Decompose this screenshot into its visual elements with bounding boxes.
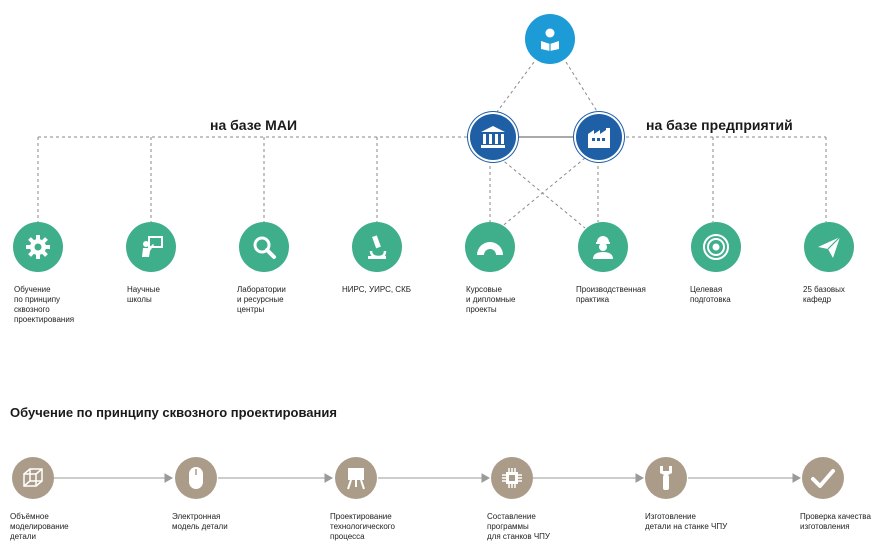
worker-icon xyxy=(593,236,613,259)
student-reading-icon xyxy=(541,28,559,51)
green-node-departments xyxy=(804,222,854,272)
process-label-model: Электронная модель детали xyxy=(172,512,228,531)
green-node-schools xyxy=(126,222,176,272)
process-step-quality xyxy=(802,457,844,499)
process-step-manufacture xyxy=(645,457,687,499)
process-title: Обучение по принципу сквозного проектиро… xyxy=(10,405,337,420)
green-label-schools: Научные школы xyxy=(127,285,160,304)
enterprise-base-heading: на базе предприятий xyxy=(646,117,793,133)
mouse-icon xyxy=(189,467,203,489)
target-icon xyxy=(703,234,729,260)
process-label-planning: Проектирование технологического процесса xyxy=(330,512,395,541)
process-step-planning xyxy=(335,457,377,499)
green-node-design xyxy=(13,222,63,272)
green-label-practice: Производственная практика xyxy=(576,285,646,304)
green-label-departments: 25 базовых кафедр xyxy=(803,285,845,304)
paper-plane-icon xyxy=(818,236,841,258)
process-step-model xyxy=(175,457,217,499)
green-label-targeted: Целевая подготовка xyxy=(690,285,731,304)
microscope-icon xyxy=(368,235,387,259)
wrench-icon xyxy=(660,466,672,490)
process-label-quality: Проверка качества изготовления xyxy=(800,512,871,531)
green-label-research: НИРС, УИРС, СКБ xyxy=(342,285,411,294)
factory-node xyxy=(576,114,622,160)
green-node-targeted xyxy=(691,222,741,272)
cube-icon xyxy=(23,468,43,487)
gear-icon xyxy=(26,235,50,259)
green-node-practice xyxy=(578,222,628,272)
checkmark-icon xyxy=(811,469,835,488)
process-label-manufacture: Изготовление детали на станке ЧПУ xyxy=(645,512,728,531)
easel-icon xyxy=(347,468,365,490)
factory-icon xyxy=(588,128,610,148)
process-step-modeling xyxy=(12,457,54,499)
process-step-program xyxy=(491,457,533,499)
process-label-program: Составление программы для станков ЧПУ xyxy=(487,512,551,541)
green-node-labs xyxy=(239,222,289,272)
magnifier-icon xyxy=(253,236,276,259)
mai-base-heading: на базе МАИ xyxy=(210,117,298,133)
protractor-icon xyxy=(477,242,503,255)
process-label-modeling: Объёмное моделирование детали xyxy=(10,512,69,541)
green-node-research xyxy=(352,222,402,272)
chip-icon xyxy=(502,468,522,488)
green-node-projects xyxy=(465,222,515,272)
green-label-projects: Курсовые и дипломные проекты xyxy=(466,285,516,314)
university-node xyxy=(470,114,516,160)
green-label-labs: Лаборатории и ресурсные центры xyxy=(237,285,286,314)
student-node xyxy=(525,14,575,64)
green-label-design: Обучение по принципу сквозного проектиро… xyxy=(14,285,75,324)
university-building-icon xyxy=(481,126,505,148)
teacher-board-icon xyxy=(142,236,163,257)
